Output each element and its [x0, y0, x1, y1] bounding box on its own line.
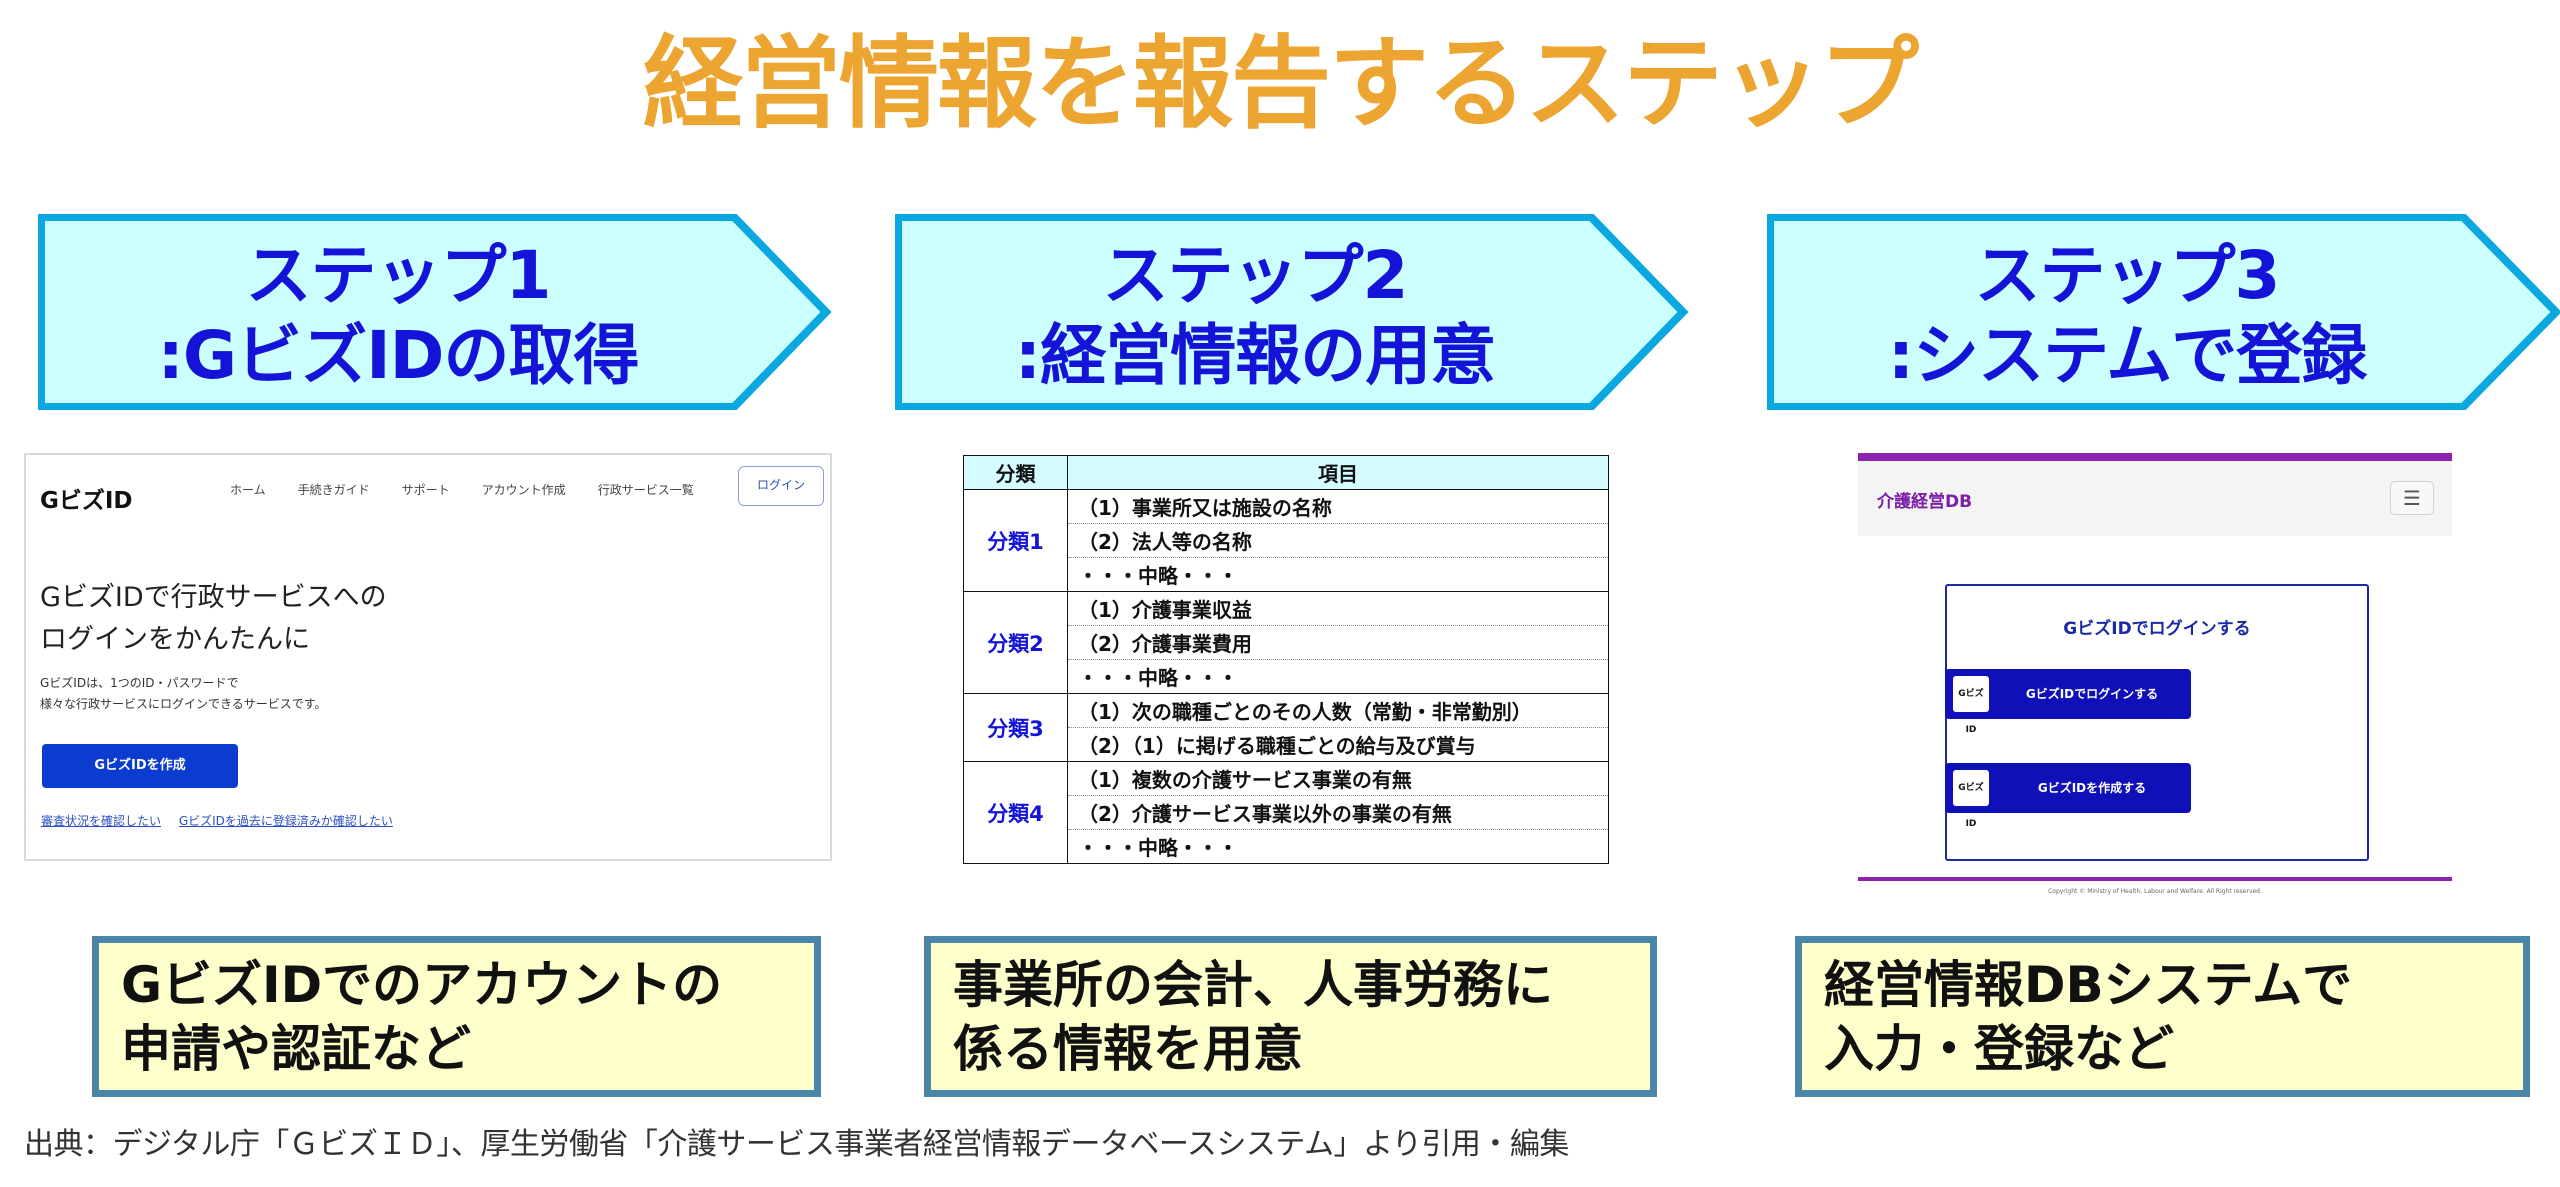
table-row: 分類3 （1）次の職種ごとのその人数（常勤・非常勤別） [963, 693, 1609, 762]
step-1-subtitle: :GビズIDの取得 [157, 317, 640, 394]
item-cell: （2）介護事業費用 [1067, 625, 1609, 660]
step-2-arrow: ステップ2 :経営情報の用意 [895, 214, 1695, 410]
category-cell: 分類4 [963, 761, 1068, 864]
item-cell: （1）次の職種ごとのその人数（常勤・非常勤別） [1067, 693, 1609, 728]
table-row: 分類1 （1）事業所又は施設の名称 [963, 489, 1609, 592]
step-3-title: ステップ3 [1974, 237, 2281, 314]
caption-1-line-1: GビズIDでのアカウントの [121, 956, 723, 1014]
kaigo-db-screenshot: 介護経営DB ☰ GビズIDでログインする GビズID GビズIDでログインする… [1858, 453, 2452, 903]
step-3-label: ステップ3 :システムで登録 [1777, 236, 2477, 396]
table-row: 分類2 （1）介護事業収益 [963, 591, 1609, 694]
category-cell: 分類3 [963, 693, 1068, 762]
gbizid-login-label: GビズIDでログインする [2025, 687, 2159, 701]
source-citation: 出典：デジタル庁「ＧビズＩＤ」、厚生労働省「介護サービス事業者経営情報データベー… [24, 1127, 1569, 1162]
hamburger-icon[interactable]: ☰ [2390, 481, 2434, 515]
gbizid-logo[interactable]: GビズID [40, 488, 133, 514]
step-3-subtitle: :システムで登録 [1887, 317, 2367, 394]
top-accent-bar [1858, 453, 2452, 461]
gbizid-description: GビズIDは、1つのID・パスワードで 様々な行政サービスにログインできるサービ… [40, 673, 327, 715]
table-row: （2）介護サービス事業以外の事業の有無 [964, 795, 1609, 830]
table-row: 分類4 （1）複数の介護サービス事業の有無 [963, 761, 1609, 864]
item-cell: ・・・中略・・・ [1067, 829, 1609, 864]
category-cell: 分類1 [963, 489, 1068, 592]
table-row: ・・・中略・・・ [964, 557, 1609, 592]
caption-step-3: 経営情報DBシステムで 入力・登録など [1795, 936, 2530, 1097]
gbizid-site-screenshot: GビズID ホーム 手続きガイド サポート アカウント作成 行政サービス一覧 ロ… [24, 453, 832, 861]
gbizid-logo-badge: GビズID [1953, 676, 1989, 735]
nav-item-guide[interactable]: 手続きガイド [297, 483, 370, 497]
caption-step-2: 事業所の会計、人事労務に 係る情報を用意 [924, 936, 1657, 1097]
kdb-header [1858, 461, 2452, 536]
gbizid-headline: GビズIDで行政サービスへの ログインをかんたんに [40, 577, 387, 661]
check-status-link[interactable]: 審査状況を確認したい [41, 814, 162, 828]
table-row: （2）（1）に掲げる職種ごとの給与及び賞与 [964, 727, 1609, 762]
description-line-1: GビズIDは、1つのID・パスワードで [40, 676, 239, 690]
item-cell: （2）（1）に掲げる職種ごとの給与及び賞与 [1067, 727, 1609, 762]
step-2-label: ステップ2 :経営情報の用意 [905, 236, 1605, 396]
bottom-accent-bar [1858, 877, 2452, 881]
item-cell: （2）介護サービス事業以外の事業の有無 [1067, 795, 1609, 830]
chevron-arrow-shape [1767, 214, 2560, 410]
nav-item-services[interactable]: 行政サービス一覧 [597, 483, 694, 497]
category-cell: 分類2 [963, 591, 1068, 694]
headline-line-1: GビズIDで行政サービスへの [40, 582, 387, 613]
caption-1-line-2: 申請や認証など [121, 1020, 471, 1078]
item-cell: （1）事業所又は施設の名称 [1067, 489, 1609, 524]
step-1-label: ステップ1 :GビズIDの取得 [48, 236, 748, 396]
kdb-app-title[interactable]: 介護経営DB [1877, 492, 1973, 512]
step-1-title: ステップ1 [245, 237, 552, 314]
table-row: （2）法人等の名称 [964, 523, 1609, 558]
caption-2-line-1: 事業所の会計、人事労務に [953, 956, 1553, 1014]
nav-item-account-create[interactable]: アカウント作成 [481, 483, 566, 497]
item-cell: ・・・中略・・・ [1067, 659, 1609, 694]
table-row: ・・・中略・・・ [964, 829, 1609, 864]
chevron-arrow-shape [38, 214, 832, 410]
caption-step-1: GビズIDでのアカウントの 申請や認証など [92, 936, 821, 1097]
item-cell: （1）複数の介護サービス事業の有無 [1067, 761, 1609, 796]
headline-line-2: ログインをかんたんに [40, 624, 310, 655]
item-cell: （1）介護事業収益 [1067, 591, 1609, 626]
login-button[interactable]: ログイン [738, 466, 824, 506]
step-2-title: ステップ2 [1102, 237, 1409, 314]
header-category: 分類 [963, 455, 1068, 490]
page-title: 経営情報を報告するステップ [643, 25, 1919, 142]
gbizid-nav: ホーム 手続きガイド サポート アカウント作成 行政サービス一覧 [230, 481, 726, 498]
gbizid-create-label: GビズIDを作成する [2037, 781, 2147, 795]
caption-3-line-1: 経営情報DBシステムで [1824, 956, 2353, 1014]
table-row: ・・・中略・・・ [964, 659, 1609, 694]
step-2-subtitle: :経営情報の用意 [1014, 317, 1496, 394]
step-3-arrow: ステップ3 :システムで登録 [1767, 214, 2560, 410]
item-cell: ・・・中略・・・ [1067, 557, 1609, 592]
item-cell: （2）法人等の名称 [1067, 523, 1609, 558]
caption-3-line-2: 入力・登録など [1824, 1020, 2174, 1078]
chevron-arrow-shape [895, 214, 1689, 410]
copyright-text: Copyright © Ministry of Health, Labour a… [2048, 888, 2262, 895]
create-gbizid-button[interactable]: GビズIDを作成 [42, 744, 238, 788]
gbizid-links: 審査状況を確認したい GビズIDを過去に登録済みか確認したい [41, 812, 407, 829]
table-header-row: 分類 項目 [963, 455, 1609, 490]
description-line-2: 様々な行政サービスにログインできるサービスです。 [40, 697, 327, 711]
login-panel: GビズIDでログインする [1945, 584, 2369, 861]
management-info-table: 分類 項目 分類1 （1）事業所又は施設の名称 （2）法人等の名称 ・・・中略・… [963, 455, 1609, 864]
nav-item-support[interactable]: サポート [401, 483, 450, 497]
nav-item-home[interactable]: ホーム [230, 483, 266, 497]
check-registered-link[interactable]: GビズIDを過去に登録済みか確認したい [178, 814, 393, 828]
gbizid-logo-badge: GビズID [1953, 770, 1989, 829]
caption-2-line-2: 係る情報を用意 [953, 1020, 1303, 1078]
login-panel-title: GビズIDでログインする [2063, 619, 2251, 639]
gbizid-create-button[interactable]: GビズID GビズIDを作成する [1945, 763, 2191, 829]
table-row: （2）介護事業費用 [964, 625, 1609, 660]
header-item: 項目 [1067, 455, 1609, 490]
gbizid-login-button[interactable]: GビズID GビズIDでログインする [1945, 669, 2191, 735]
step-1-arrow: ステップ1 :GビズIDの取得 [38, 214, 838, 410]
